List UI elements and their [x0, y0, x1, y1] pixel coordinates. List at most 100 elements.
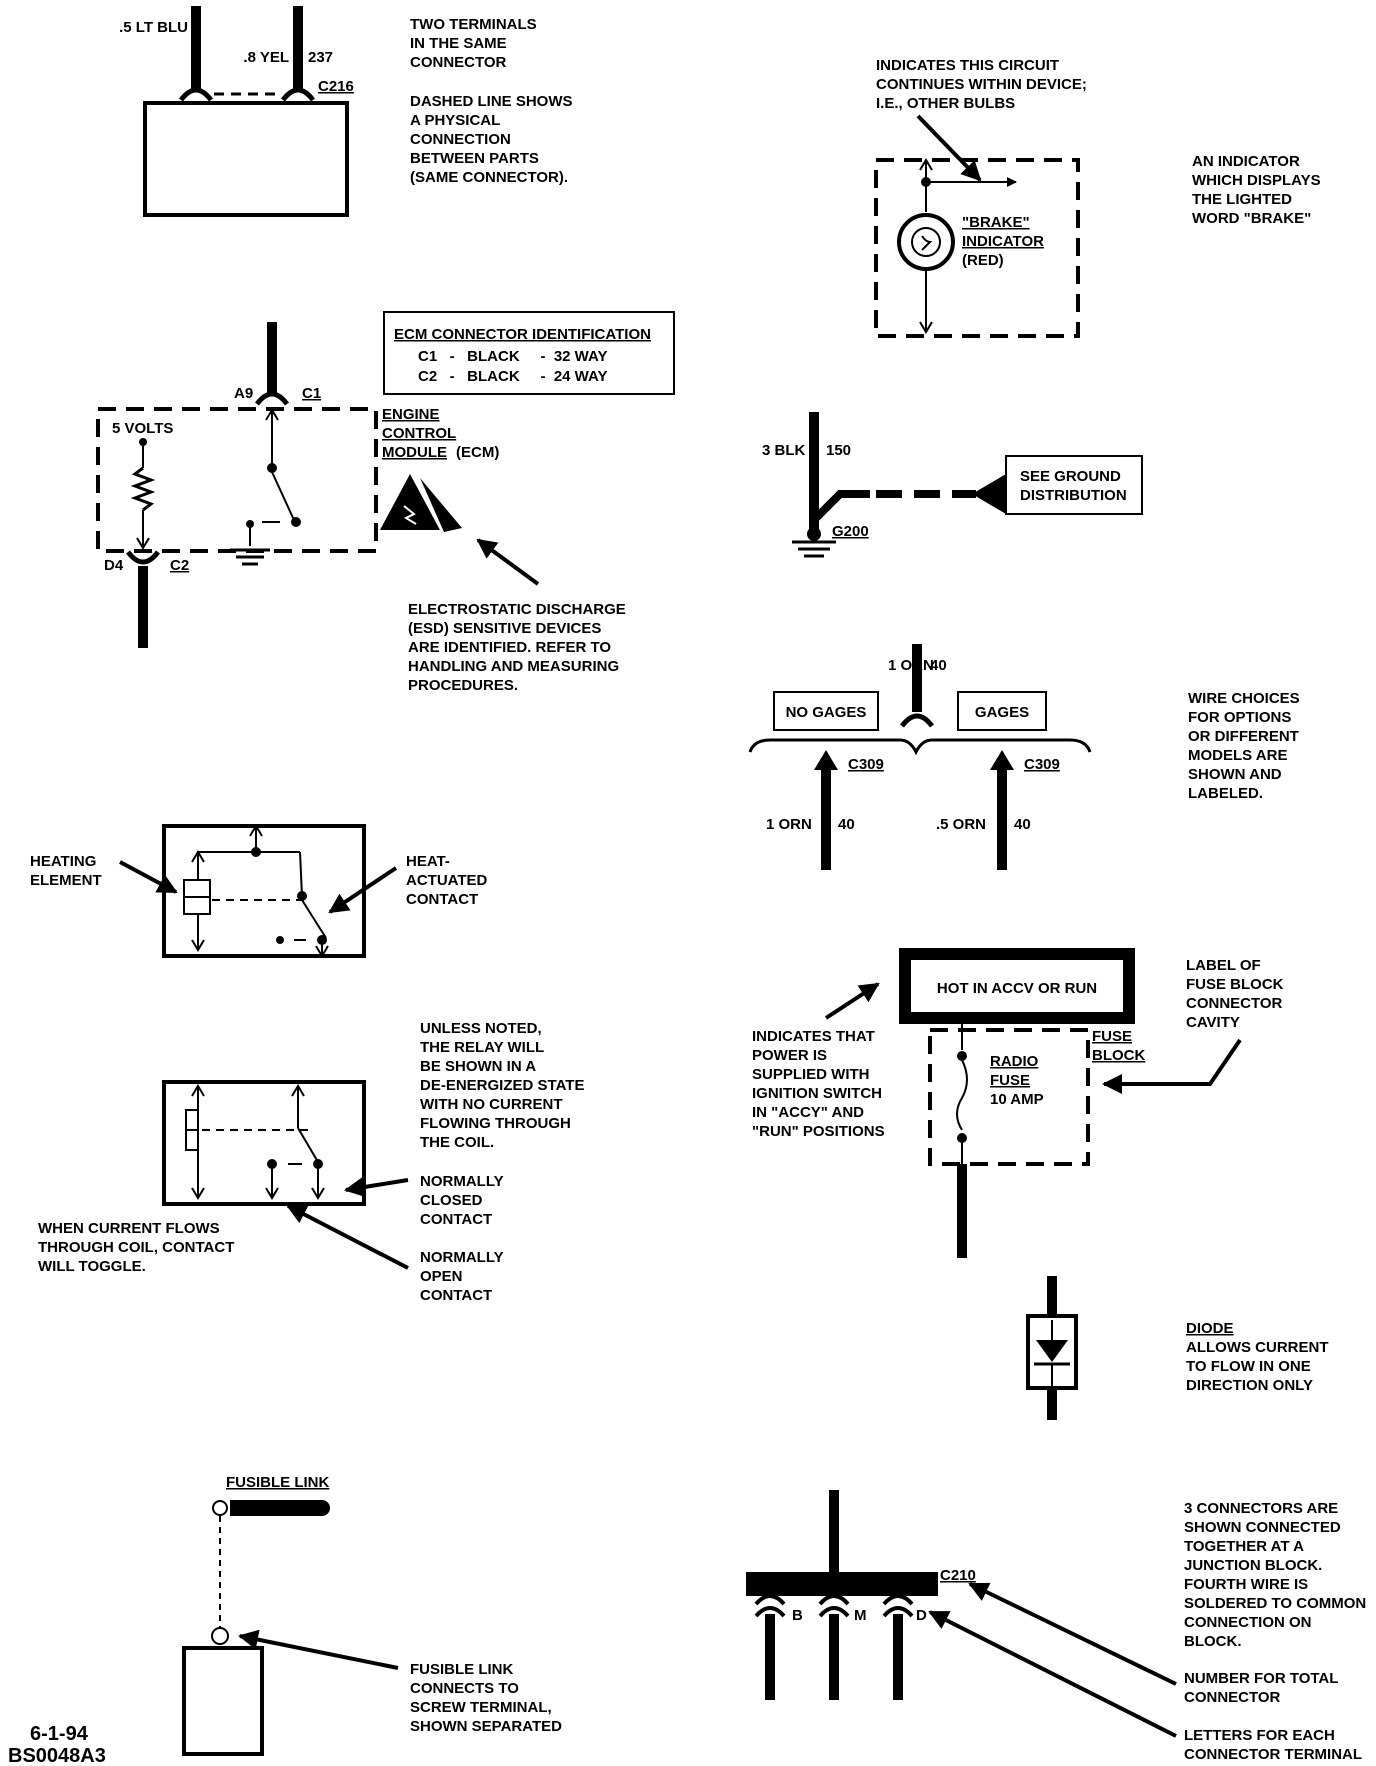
section-junction-block: C210 B M D 3 CONNECTORS ARE SHOWN CONNEC…: [746, 1490, 1366, 1763]
brake-label-0: "BRAKE": [962, 214, 1030, 231]
junction-note-4: FOURTH WIRE IS: [1184, 1576, 1308, 1593]
esd-note-1: (ESD) SENSITIVE DEVICES: [408, 620, 601, 637]
junction-note-2: TOGETHER AT A: [1184, 1538, 1304, 1555]
normally-closed-label-0: NORMALLY: [420, 1173, 504, 1190]
brake-color: (RED): [962, 252, 1004, 269]
terminal-letter-m: M: [854, 1607, 867, 1624]
ground-circuit: 150: [826, 442, 851, 459]
note-two-terminals-0: TWO TERMINALS: [410, 16, 537, 33]
option-wire-left: 1 ORN: [766, 816, 812, 833]
power-note-3: IGNITION SWITCH: [752, 1085, 882, 1102]
fuse-amp: 10 AMP: [990, 1091, 1044, 1108]
fusible-note-1: CONNECTS TO: [410, 1680, 519, 1697]
voltage-label: 5 VOLTS: [112, 420, 173, 437]
module-label-2: MODULE: [382, 444, 447, 461]
heat-contact-label-1: ACTUATED: [406, 872, 488, 889]
options-note-2: OR DIFFERENT: [1188, 728, 1299, 745]
cavity-note-1: FUSE BLOCK: [1186, 976, 1284, 993]
relay-note-1: THE RELAY WILL: [420, 1039, 544, 1056]
relay-note-3: DE-ENERGIZED STATE: [420, 1077, 584, 1094]
indicator-note-0: AN INDICATOR: [1192, 153, 1300, 170]
connector-c1: C1: [302, 385, 321, 402]
option-conn-left: C309: [848, 756, 884, 773]
section-ecm: ECM CONNECTOR IDENTIFICATION C1 - BLACK …: [96, 311, 675, 694]
cavity-note-3: CAVITY: [1186, 1014, 1240, 1031]
ecm-id-row-c1: C1 - BLACK - 32 WAY: [418, 348, 607, 365]
indicator-note-3: WORD "BRAKE": [1192, 210, 1311, 227]
ground-box-line-1: DISTRIBUTION: [1020, 487, 1127, 504]
esd-warning-icon: [380, 474, 462, 532]
relay-note-0: UNLESS NOTED,: [420, 1020, 542, 1037]
fusible-link-title: FUSIBLE LINK: [226, 1474, 329, 1491]
fusible-note-3: SHOWN SEPARATED: [410, 1718, 562, 1735]
power-note-1: POWER IS: [752, 1047, 827, 1064]
options-note-3: MODELS ARE: [1188, 747, 1287, 764]
cavity-note-2: CONNECTOR: [1186, 995, 1283, 1012]
diode-title: DIODE: [1186, 1320, 1234, 1337]
esd-note-4: PROCEDURES.: [408, 677, 518, 694]
relay-note-6: THE COIL.: [420, 1134, 494, 1151]
terminal-a9: A9: [234, 385, 253, 402]
footer-date: 6-1-94: [30, 1723, 89, 1745]
indicator-note-2: THE LIGHTED: [1192, 191, 1292, 208]
options-note-1: FOR OPTIONS: [1188, 709, 1291, 726]
continues-note-1: CONTINUES WITHIN DEVICE;: [876, 76, 1087, 93]
continues-note-2: I.E., OTHER BULBS: [876, 95, 1015, 112]
note-dashed-2: CONNECTION: [410, 131, 511, 148]
brake-label-1: INDICATOR: [962, 233, 1044, 250]
note-dashed-0: DASHED LINE SHOWS: [410, 93, 573, 110]
toggle-note-0: WHEN CURRENT FLOWS: [38, 1220, 220, 1237]
note-dashed-1: A PHYSICAL: [410, 112, 500, 129]
junction-note-3: JUNCTION BLOCK.: [1184, 1557, 1322, 1574]
junction-connector-label: C210: [940, 1567, 976, 1584]
circuit-number: 237: [308, 49, 333, 66]
diode-note-2: DIRECTION ONLY: [1186, 1377, 1313, 1394]
terminal-letters-note-0: LETTERS FOR EACH: [1184, 1727, 1335, 1744]
terminal-letter-b: B: [792, 1607, 803, 1624]
hot-label: HOT IN ACCV OR RUN: [937, 980, 1097, 997]
diode-note-1: TO FLOW IN ONE: [1186, 1358, 1311, 1375]
total-connector-note-1: CONNECTOR: [1184, 1689, 1281, 1706]
power-note-0: INDICATES THAT: [752, 1028, 875, 1045]
section-brake-indicator: INDICATES THIS CIRCUIT CONTINUES WITHIN …: [874, 57, 1321, 338]
normally-closed-label-2: CONTACT: [420, 1211, 492, 1228]
option-wire-top: 1 ORN: [888, 657, 934, 674]
option-gages: GAGES: [975, 704, 1029, 721]
module-abbr: (ECM): [456, 444, 499, 461]
normally-closed-label-1: CLOSED: [420, 1192, 483, 1209]
junction-note-6: CONNECTION ON: [1184, 1614, 1312, 1631]
note-two-terminals-1: IN THE SAME: [410, 35, 507, 52]
options-note-4: SHOWN AND: [1188, 766, 1282, 783]
ground-label-g200: G200: [832, 523, 869, 540]
heat-contact-label-0: HEAT-: [406, 853, 450, 870]
options-note-0: WIRE CHOICES: [1188, 690, 1300, 707]
relay-note-4: WITH NO CURRENT: [420, 1096, 563, 1113]
esd-note-0: ELECTROSTATIC DISCHARGE: [408, 601, 626, 618]
options-note-5: LABELED.: [1188, 785, 1263, 802]
section-diode: DIODE ALLOWS CURRENT TO FLOW IN ONE DIRE…: [1026, 1276, 1329, 1420]
power-note-5: "RUN" POSITIONS: [752, 1123, 885, 1140]
normally-open-label-0: NORMALLY: [420, 1249, 504, 1266]
option-circuit-left: 40: [838, 816, 855, 833]
power-note-2: SUPPLIED WITH: [752, 1066, 870, 1083]
section-fuse: HOT IN ACCV OR RUN RADIO FUSE 10 AMP FUS…: [752, 948, 1284, 1258]
radio-fuse-label-1: FUSE: [990, 1072, 1030, 1089]
wire-label-lt-blu: .5 LT BLU: [119, 19, 188, 36]
toggle-note-1: THROUGH COIL, CONTACT: [38, 1239, 234, 1256]
option-no-gages: NO GAGES: [786, 704, 867, 721]
section-two-terminals: .5 LT BLU .8 YEL 237 C216 TWO TERMINALS …: [119, 6, 573, 217]
section-wire-options: 1 ORN 40 NO GAGES GAGES C309 C309 1 ORN …: [748, 644, 1300, 870]
ecm-id-title: ECM CONNECTOR IDENTIFICATION: [394, 326, 651, 343]
heating-element-label-0: HEATING: [30, 853, 96, 870]
section-relay: UNLESS NOTED, THE RELAY WILL BE SHOWN IN…: [38, 1020, 584, 1304]
cavity-note-0: LABEL OF: [1186, 957, 1261, 974]
indicator-note-1: WHICH DISPLAYS: [1192, 172, 1321, 189]
fusible-note-0: FUSIBLE LINK: [410, 1661, 513, 1678]
junction-note-0: 3 CONNECTORS ARE: [1184, 1500, 1338, 1517]
heat-contact-label-2: CONTACT: [406, 891, 478, 908]
radio-fuse-label-0: RADIO: [990, 1053, 1039, 1070]
note-dashed-3: BETWEEN PARTS: [410, 150, 539, 167]
fuse-block-label-0: FUSE: [1092, 1028, 1132, 1045]
junction-note-1: SHOWN CONNECTED: [1184, 1519, 1341, 1536]
